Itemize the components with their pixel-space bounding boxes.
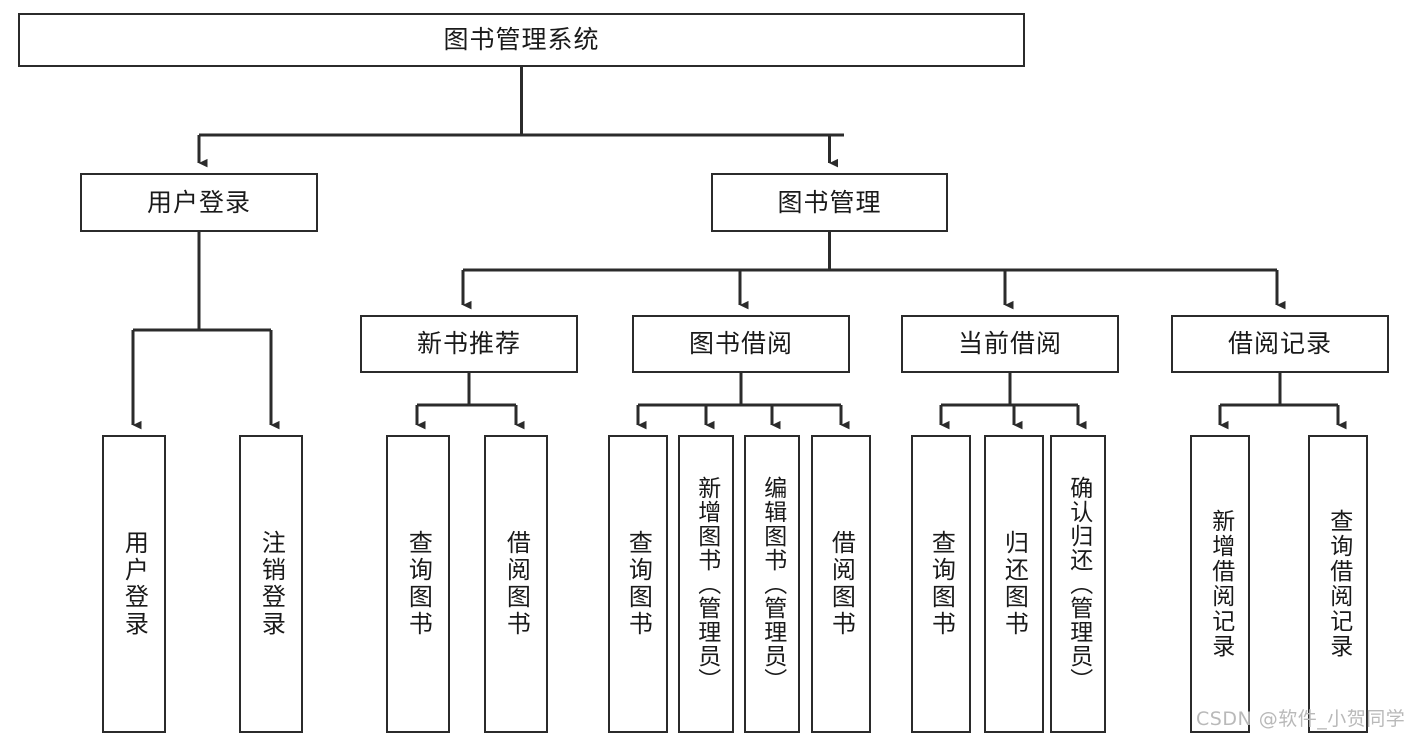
node-book-manage[interactable]: 图书管理 xyxy=(711,173,948,232)
node-leaf-add-book[interactable]: 新增图书（管理员） xyxy=(678,435,734,733)
connector-root-to-level2 xyxy=(197,67,844,168)
node-user-login-label: 用户登录 xyxy=(146,187,251,217)
connector-bookmanage-to-level3 xyxy=(461,232,1286,310)
node-leaf-logout-label: 注销登录 xyxy=(257,530,286,638)
node-leaf-query-book-cur[interactable]: 查询图书 xyxy=(911,435,971,733)
node-leaf-confirm-return-label: 确认归还（管理员） xyxy=(1065,476,1092,692)
connector-userlogin-to-leaves xyxy=(131,232,280,430)
node-book-manage-label: 图书管理 xyxy=(777,187,882,217)
node-leaf-return-book[interactable]: 归还图书 xyxy=(984,435,1044,733)
connector-record-to-leaves xyxy=(1218,373,1347,430)
node-root[interactable]: 图书管理系统 xyxy=(18,13,1025,67)
watermark-csdn: CSDN @软件_小贺同学 xyxy=(1196,708,1405,730)
node-leaf-add-record[interactable]: 新增借阅记录 xyxy=(1190,435,1250,733)
node-book-borrow[interactable]: 图书借阅 xyxy=(632,315,850,373)
node-book-borrow-label: 图书借阅 xyxy=(688,329,793,359)
node-leaf-user-login-label: 用户登录 xyxy=(120,530,149,638)
node-leaf-borrow-book[interactable]: 借阅图书 xyxy=(811,435,871,733)
node-new-book-recommend[interactable]: 新书推荐 xyxy=(360,315,578,373)
node-borrow-record-label: 借阅记录 xyxy=(1227,329,1332,359)
node-current-borrow-label: 当前借阅 xyxy=(957,329,1062,359)
node-current-borrow[interactable]: 当前借阅 xyxy=(901,315,1119,373)
node-leaf-confirm-return[interactable]: 确认归还（管理员） xyxy=(1050,435,1106,733)
node-new-book-recommend-label: 新书推荐 xyxy=(416,329,521,359)
node-leaf-edit-book-label: 编辑图书（管理员） xyxy=(759,476,786,692)
node-borrow-record[interactable]: 借阅记录 xyxy=(1171,315,1389,373)
node-leaf-add-book-label: 新增图书（管理员） xyxy=(693,476,720,692)
node-leaf-query-record-label: 查询借阅记录 xyxy=(1325,509,1352,659)
node-leaf-query-book-borrow[interactable]: 查询图书 xyxy=(608,435,668,733)
node-root-label: 图书管理系统 xyxy=(443,25,600,55)
node-leaf-query-book-cur-label: 查询图书 xyxy=(927,530,956,638)
connector-recommend-to-leaves xyxy=(415,373,525,430)
node-leaf-edit-book[interactable]: 编辑图书（管理员） xyxy=(744,435,800,733)
node-leaf-borrow-book-rec[interactable]: 借阅图书 xyxy=(484,435,548,733)
node-leaf-query-book-rec[interactable]: 查询图书 xyxy=(386,435,450,733)
node-leaf-logout[interactable]: 注销登录 xyxy=(239,435,303,733)
connector-current-to-leaves xyxy=(939,373,1087,430)
connector-borrow-to-leaves xyxy=(636,373,850,430)
node-leaf-borrow-book-rec-label: 借阅图书 xyxy=(502,530,531,638)
node-leaf-query-book-borrow-label: 查询图书 xyxy=(624,530,653,638)
node-leaf-add-record-label: 新增借阅记录 xyxy=(1207,509,1234,659)
node-user-login[interactable]: 用户登录 xyxy=(80,173,318,232)
node-leaf-borrow-book-label: 借阅图书 xyxy=(827,530,856,638)
node-leaf-user-login[interactable]: 用户登录 xyxy=(102,435,166,733)
node-leaf-query-record[interactable]: 查询借阅记录 xyxy=(1308,435,1368,733)
node-leaf-return-book-label: 归还图书 xyxy=(1000,530,1029,638)
node-leaf-query-book-rec-label: 查询图书 xyxy=(404,530,433,638)
